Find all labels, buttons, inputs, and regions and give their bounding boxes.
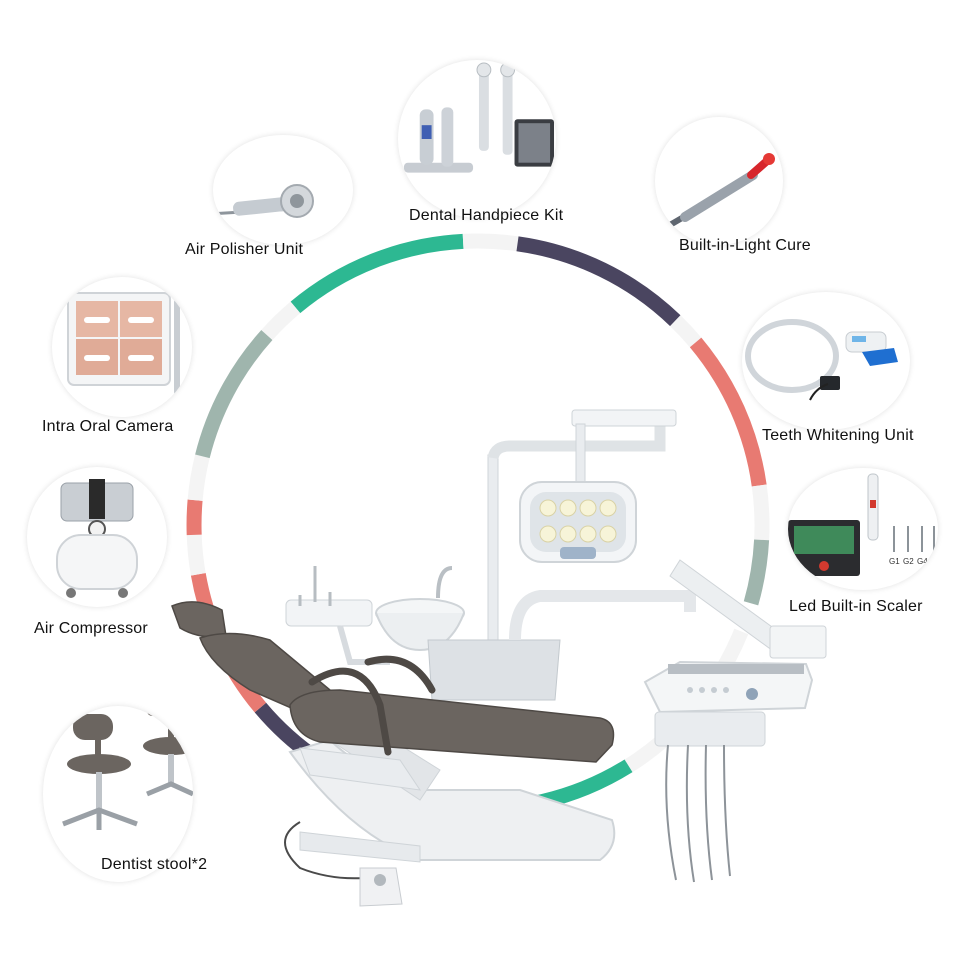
chair-upholstery <box>171 601 615 791</box>
spittoon-unit <box>375 566 696 701</box>
ring-segment <box>187 454 210 501</box>
operating-light <box>487 409 677 641</box>
scaler-tip-label: G4 <box>917 557 928 566</box>
ring-segment <box>186 534 206 576</box>
air-polisher-icon <box>213 135 353 245</box>
handpiece-kit-icon <box>398 60 556 218</box>
ring-segment <box>462 233 519 252</box>
air-compressor-icon <box>27 467 167 607</box>
curing-light-icon <box>655 117 783 245</box>
feature-label: Dentist stool*2 <box>101 856 208 873</box>
feature-label: Led Built-in Scaler <box>789 598 923 615</box>
ring-segment <box>743 539 770 606</box>
whitening-lamp-icon <box>742 292 910 430</box>
ring-segment <box>186 499 203 536</box>
ring-segment <box>670 315 702 348</box>
scaler-tip-label: G2 <box>903 557 914 566</box>
ring-segment <box>516 236 681 327</box>
feature-label: Air Polisher Unit <box>185 241 304 258</box>
feature-label: Air Compressor <box>34 620 148 637</box>
feature-label: Dental Handpiece Kit <box>409 207 564 224</box>
scaler-tip-label: G1 <box>889 557 900 566</box>
foot-control-pedal <box>284 821 403 907</box>
intraoral-camera-icon <box>52 277 192 417</box>
ring-segment <box>290 233 464 314</box>
feature-label: Teeth Whitening Unit <box>762 427 914 444</box>
assistant-instrument-tray <box>285 566 390 665</box>
feature-label: Built-in-Light Cure <box>679 237 811 254</box>
doctor-instrument-table <box>643 559 827 883</box>
ring-segment <box>751 484 770 541</box>
ring-segment <box>689 337 767 487</box>
ultrasonic-scaler-icon: G1 G2 G4 P1 <box>788 468 938 590</box>
ring-segment <box>261 301 301 341</box>
feature-label: Intra Oral Camera <box>42 418 174 435</box>
ring-segment <box>195 329 273 459</box>
